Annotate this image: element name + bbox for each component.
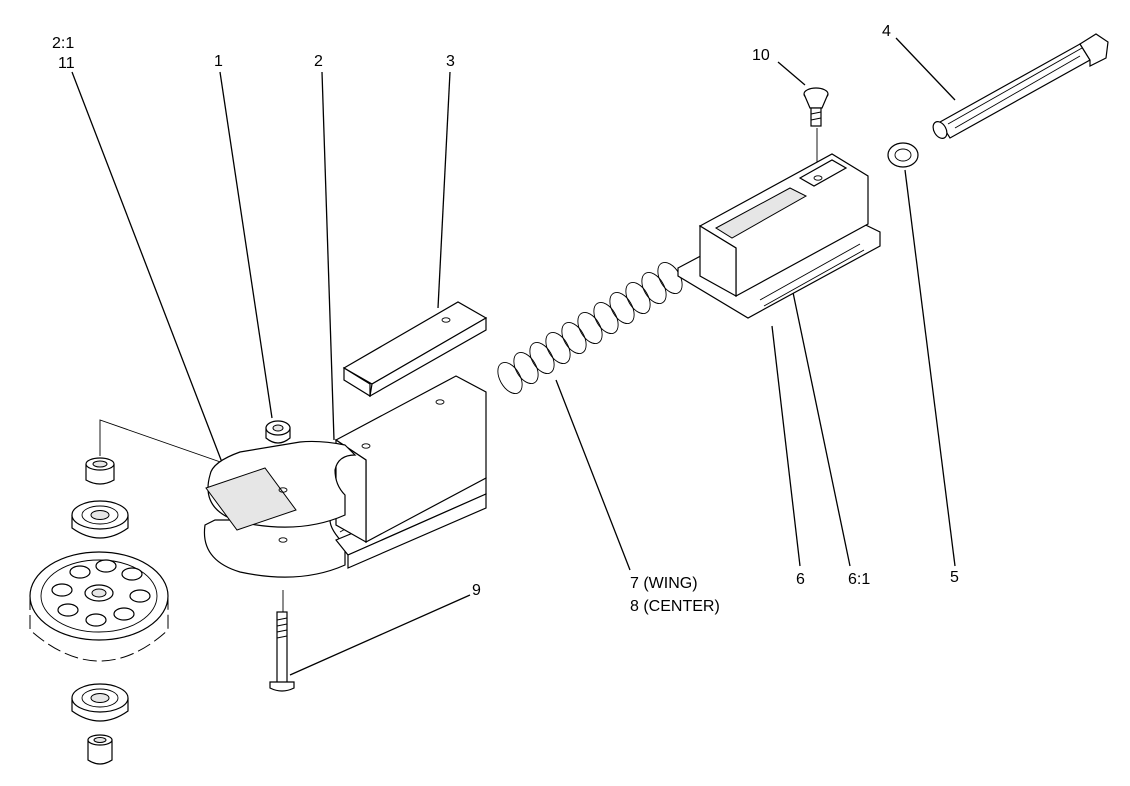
callout-11: 11 <box>58 55 75 72</box>
callout-7: 7 (WING) <box>630 575 698 592</box>
callout-2: 2 <box>314 53 323 70</box>
long-bolt-part-4 <box>932 33 1109 139</box>
top-bearing <box>71 500 129 539</box>
leader-5 <box>904 169 956 567</box>
housing-part-6 <box>677 153 881 319</box>
callout-10: 10 <box>752 47 770 64</box>
callout-2-1: 2:1 <box>52 35 74 52</box>
leader-4 <box>895 37 956 101</box>
callout-labels: 2:1 11 1 2 3 10 4 7 (WING) 8 (CENTER) 6 … <box>52 23 959 615</box>
leader-11 <box>71 71 229 479</box>
nut-part-1 <box>265 420 291 444</box>
bolt-part-9 <box>269 611 295 692</box>
leader-lines <box>71 37 956 676</box>
callout-6-1: 6:1 <box>848 571 870 588</box>
callout-3: 3 <box>446 53 455 70</box>
callout-8: 8 (CENTER) <box>630 598 720 615</box>
callout-5: 5 <box>950 569 959 586</box>
leader-1 <box>219 71 273 419</box>
top-bushing <box>85 457 115 485</box>
bottom-bushing <box>87 734 113 765</box>
leader-10 <box>777 61 806 86</box>
assembly-centerline <box>99 419 273 481</box>
callout-6: 6 <box>796 571 805 588</box>
pivot-bracket <box>203 375 487 578</box>
spring-part-7-8 <box>497 262 683 394</box>
leader-2 <box>321 71 335 441</box>
bottom-bearing <box>71 683 129 722</box>
roller-assembly <box>29 457 169 765</box>
leader-3 <box>437 71 451 309</box>
bolt-part-10 <box>803 87 829 127</box>
callout-4: 4 <box>882 23 891 40</box>
cap-channel-part-3 <box>342 301 488 398</box>
leader-9 <box>289 594 471 676</box>
roller-wheel <box>29 551 169 662</box>
leader-6 <box>771 325 801 567</box>
callout-1: 1 <box>214 53 223 70</box>
decal-6-1 <box>715 187 808 239</box>
leader-7 <box>555 379 631 571</box>
decal-11 <box>205 467 297 531</box>
nut-part-5 <box>887 142 919 168</box>
callout-9: 9 <box>472 582 481 599</box>
